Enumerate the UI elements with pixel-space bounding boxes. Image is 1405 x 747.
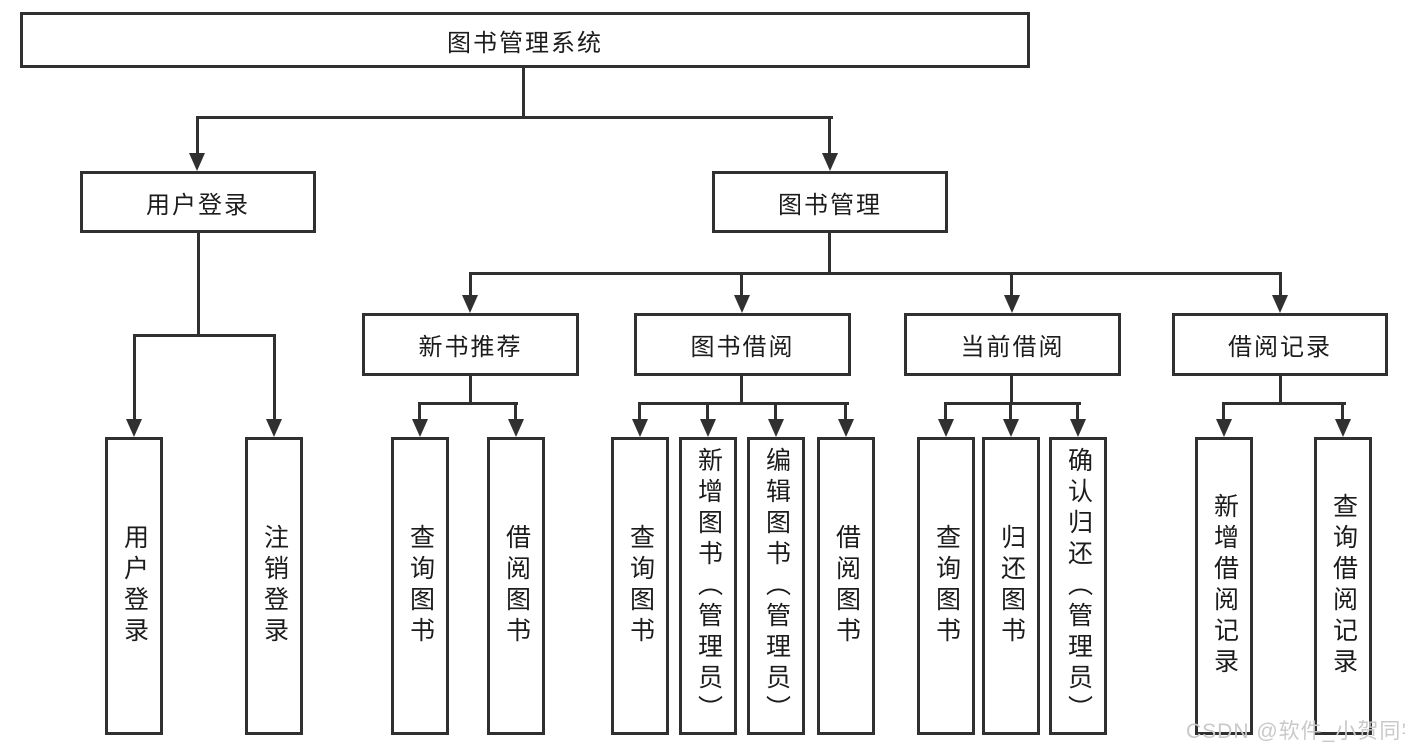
arrow-down-icon [266,419,282,437]
connector-stem-book-borrow [740,272,743,297]
leaf-borrow-books: 借阅图书 [817,437,875,735]
node-new-book-recommend: 新书推荐 [362,313,579,376]
arrow-down-icon [1216,419,1232,437]
connector-stem-leaf [774,402,777,421]
leaf-add-book-admin: 新增图书（管理员） [679,437,737,735]
arrow-down-icon [189,153,205,171]
connector-stem-leaf [844,402,847,421]
arrow-down-icon [412,419,428,437]
leaf-add-borrow-record: 新增借阅记录 [1195,437,1253,735]
arrow-down-icon [838,419,854,437]
node-book-management: 图书管理 [712,171,948,233]
leaf-query-books-borrow: 查询图书 [611,437,669,735]
node-current-borrow: 当前借阅 [904,313,1121,376]
connector-stem-leaf [638,402,641,421]
node-borrow-records: 借阅记录 [1172,313,1388,376]
node-book-borrow: 图书借阅 [634,313,851,376]
leaf-confirm-return-admin: 确认归还（管理员） [1049,437,1107,735]
connector-stem-leaf [1009,402,1012,421]
arrow-down-icon [938,419,954,437]
leaf-query-books-current: 查询图书 [917,437,975,735]
connector-current-borrow-stem [1010,376,1013,404]
arrow-down-icon [700,419,716,437]
connector-level2-branch [196,116,833,119]
connector-borrow-records-branch [1222,402,1346,405]
arrow-down-icon [1004,295,1020,313]
connector-stem-user-login [196,116,199,155]
connector-user-login-branch [133,334,276,337]
connector-stem-leaf [514,402,517,421]
connector-stem-borrow-records [1279,272,1282,297]
leaf-query-books-recommend: 查询图书 [391,437,449,735]
leaf-query-borrow-record: 查询借阅记录 [1314,437,1372,735]
connector-new-book-branch [418,402,518,405]
arrow-down-icon [1272,295,1288,313]
arrow-down-icon [1070,419,1086,437]
arrow-down-icon [1003,419,1019,437]
connector-user-login-stem [197,233,200,337]
connector-stem-leaf-user-login [133,334,136,420]
connector-current-borrow-branch [944,402,1081,405]
connector-stem-leaf [706,402,709,421]
watermark: CSDN @软件_小贺同学 [1186,720,1405,743]
connector-stem-new-book [469,272,472,297]
leaf-user-login: 用户登录 [105,437,163,735]
connector-book-borrow-branch [638,402,849,405]
connector-stem-leaf [944,402,947,421]
connector-level3-branch [469,272,1282,275]
connector-stem-leaf [1222,402,1225,421]
connector-stem-current-borrow [1010,272,1013,297]
node-user-login: 用户登录 [80,171,316,233]
arrow-down-icon [508,419,524,437]
arrow-down-icon [734,295,750,313]
leaf-logout: 注销登录 [245,437,303,735]
connector-stem-leaf [418,402,421,421]
connector-root-stem [522,68,525,118]
arrow-down-icon [768,419,784,437]
connector-borrow-records-stem [1279,376,1282,404]
node-root: 图书管理系统 [20,12,1030,68]
connector-stem-leaf-logout [273,334,276,420]
arrow-down-icon [1335,419,1351,437]
connector-new-book-stem [469,376,472,404]
leaf-return-books: 归还图书 [982,437,1040,735]
leaf-borrow-books-recommend: 借阅图书 [487,437,545,735]
connector-stem-book-management [828,116,831,155]
leaf-edit-book-admin: 编辑图书（管理员） [747,437,805,735]
arrow-down-icon [126,419,142,437]
connector-stem-leaf [1076,402,1079,421]
connector-book-borrow-stem [740,376,743,404]
arrow-down-icon [822,153,838,171]
connector-stem-leaf [1341,402,1344,421]
arrow-down-icon [632,419,648,437]
connector-book-management-stem [828,233,831,275]
arrow-down-icon [462,295,478,313]
